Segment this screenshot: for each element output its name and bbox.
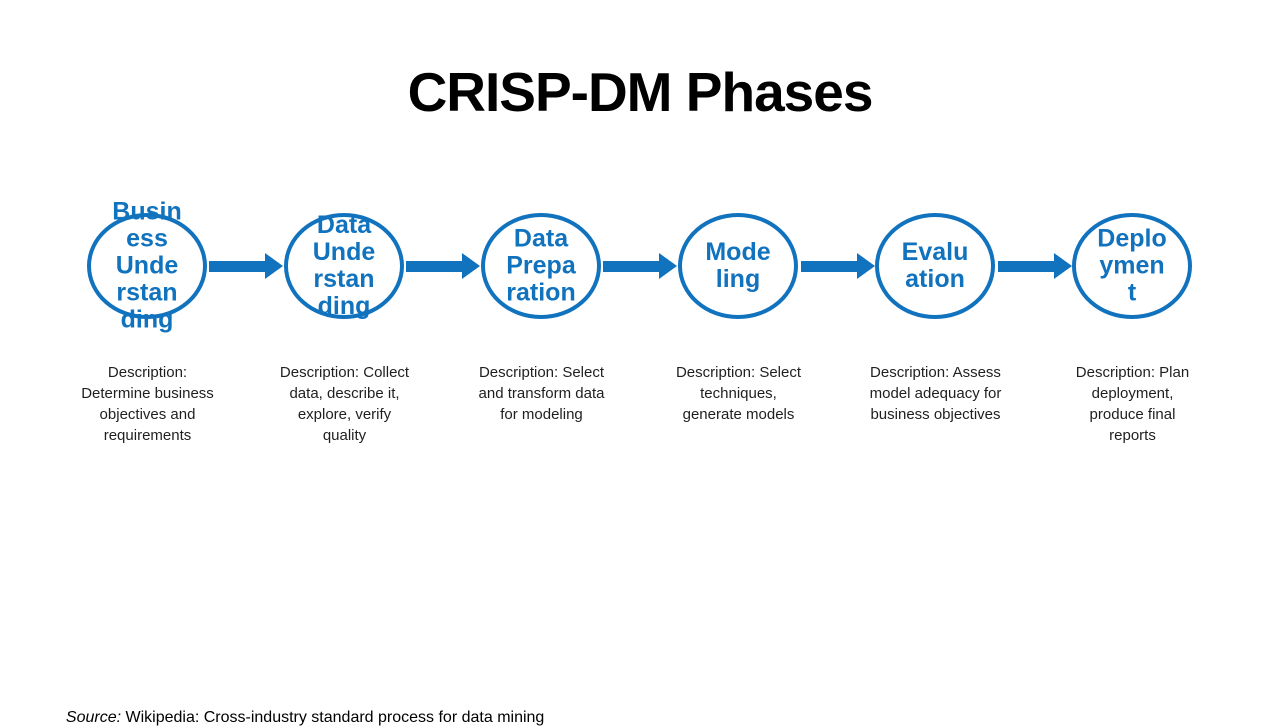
arrow-head — [1054, 253, 1072, 279]
phase-circle-data-preparation: Data Prepa ration — [481, 213, 601, 319]
arrow-head — [857, 253, 875, 279]
phase-label-deployment: Deplo ymen t — [1097, 224, 1167, 307]
phase-column-business-understanding: Busin ess Unde rstan ding Description: D… — [49, 0, 246, 720]
phase-circle-evaluation: Evalu ation — [875, 213, 995, 319]
page-title: CRISP-DM Phases — [407, 61, 874, 123]
source-text: Wikipedia: Cross-industry standard proce… — [121, 709, 545, 726]
phase-label-business-understanding: Busin ess Unde rstan ding — [112, 197, 182, 334]
right-arrow-icon — [209, 253, 283, 279]
phase-label-modeling: Mode ling — [705, 238, 771, 293]
arrow-shaft — [209, 261, 265, 272]
arrow-shaft — [801, 261, 857, 272]
phase-circle-deployment: Deplo ymen t — [1072, 213, 1192, 319]
phase-description-data-understanding: Description: Collect data, describe it, … — [279, 364, 410, 444]
phase-circle-business-understanding: Busin ess Unde rstan ding — [87, 198, 207, 333]
phase-label-evaluation: Evalu ation — [901, 238, 969, 293]
phase-column-data-understanding: Data Unde rstan ding Description: Collec… — [246, 0, 443, 720]
phase-column-modeling: Mode ling Description: Select techniques… — [640, 0, 837, 720]
right-arrow-icon — [998, 253, 1072, 279]
arrow-shaft — [998, 261, 1054, 272]
phase-circle-modeling: Mode ling — [678, 213, 798, 319]
source-prefix: Source: — [65, 709, 122, 726]
phase-description-data-preparation: Description: Select and transform data f… — [478, 364, 605, 423]
phase-description-evaluation: Description: Assess model adequacy for b… — [869, 364, 1002, 423]
phase-description-modeling: Description: Select techniques, generate… — [675, 364, 802, 423]
right-arrow-icon — [406, 253, 480, 279]
arrow-head — [265, 253, 283, 279]
phase-column-deployment: Deplo ymen t Description: Plan deploymen… — [1034, 0, 1231, 720]
source-attribution: Source: Wikipedia: Cross-industry standa… — [57, 691, 544, 727]
arrow-head — [659, 253, 677, 279]
right-arrow-icon — [801, 253, 875, 279]
phase-label-data-understanding: Data Unde rstan ding — [312, 211, 376, 320]
phase-label-data-preparation: Data Prepa ration — [506, 224, 576, 307]
arrow-head — [462, 253, 480, 279]
phase-description-deployment: Description: Plan deployment, produce fi… — [1075, 364, 1190, 444]
arrow-shaft — [406, 261, 462, 272]
phase-column-data-preparation: Data Prepa ration Description: Select an… — [443, 0, 640, 720]
phase-circle-data-understanding: Data Unde rstan ding — [284, 211, 404, 320]
right-arrow-icon — [603, 253, 677, 279]
arrow-shaft — [603, 261, 659, 272]
phase-column-evaluation: Evalu ation Description: Assess model ad… — [837, 0, 1034, 720]
phase-description-business-understanding: Description: Determine business objectiv… — [81, 364, 214, 444]
